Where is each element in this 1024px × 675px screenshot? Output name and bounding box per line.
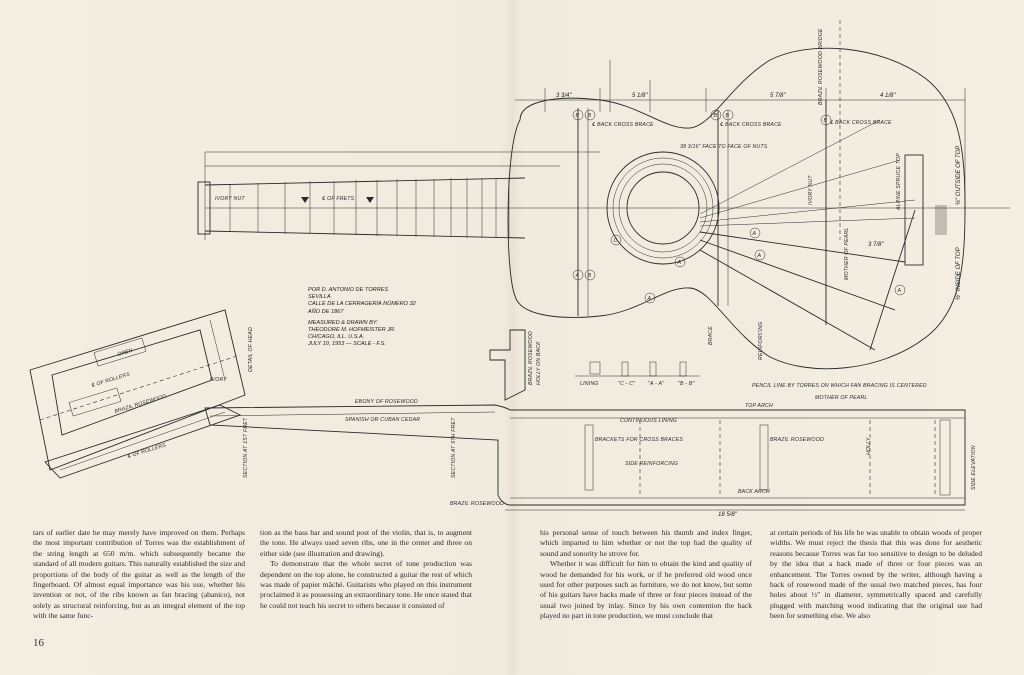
label-side-elevation: SIDE ELEVATION [971,445,977,490]
label-mother-of-pearl: MOTHER OF PEARL [844,228,850,280]
paragraph: his personal sense of touch between his … [540,528,752,558]
label-inside-of-top: ½" INSIDE OF TOP [955,247,962,300]
side-elevation [204,404,966,506]
svg-text:A: A [647,296,652,302]
maker-line: AÑO DE 1867 [308,308,344,315]
paragraph: To demonstrate that the whole secret of … [260,559,472,610]
svg-text:A: A [897,288,902,294]
label-holly: HOLLY [866,437,872,455]
label-sec-cc: "C - C" [618,381,636,387]
maker-line: THEODORE M. HOFMEISTER JR. [308,327,396,334]
svg-text:B: B [588,113,592,119]
label-sec-aa: "A - A" [648,381,665,387]
page-number: 16 [33,637,44,649]
label-spanish-cedar: SPANISH OR CUBAN CEDAR [345,417,420,423]
maker-title-block: POR D. ANTONIO DE TORRES SEVILLA CALLE D… [308,287,416,349]
label-dim-3-7-8: 3 7/8" [868,242,884,248]
svg-text:B: B [726,113,730,119]
label-rollers-1: ℄ OF ROLLERS [91,371,131,389]
label-brazil-rosewood-heel: BRAZIL ROSEWOOD [450,501,504,507]
label-first-dim: 18 5/8" [718,512,738,518]
label-back-cross-brace-3: ℄ BACK CROSS BRACE [830,120,892,126]
text-column-3: his personal sense of touch between his … [540,528,752,622]
label-open: OPEN [117,348,134,358]
svg-text:A: A [757,253,762,259]
maker-line: CHICAGO, ILL. U.S.A. [308,334,365,341]
svg-text:A: A [752,231,757,237]
label-reinforcing: REINFORCING [758,321,764,360]
label-detail-of-head: DETAIL OF HEAD [248,327,254,372]
label-face-of-nuts: 38 3/16" FACE TO FACE OF NUTS [680,144,768,150]
label-dim-4-1-8: 4 1/8" [880,93,896,99]
label-section-a: SECTION AT 1ST FRET [243,417,249,478]
label-brace: BRACE [708,326,714,345]
maker-line: MEASURED & DRAWN BY: [308,319,378,326]
label-sec-bb: "B - B" [678,381,696,387]
text-column-4: at certain periods of his life he was un… [770,528,982,622]
label-pencil-line: PENCIL LINE BY TORRES ON WHICH FAN BRACI… [752,383,927,389]
neck-top-view [197,151,600,240]
label-brazil-rosewood-head: BRAZIL ROSEWOOD [114,393,167,415]
maker-line: JULY 10, 1953 — SCALE - F.S. [308,341,386,348]
svg-text:A: A [677,260,682,266]
section-details [489,329,700,401]
label-continuous-lining: CONTINUOUS LINING [620,418,677,424]
label-back-cross-brace-2: ℄ BACK CROSS BRACE [720,122,782,128]
label-outside-of-top: ½" OUTSIDE OF TOP [955,146,962,205]
guitar-plan-drawing: B B B B B A B A A A A A C [29,20,1010,518]
label-back-cross-brace-1: ℄ BACK CROSS BRACE [592,122,654,128]
label-lining: LINING [580,381,599,387]
svg-text:C: C [614,238,618,244]
label-ebony: EBONY OF ROSEWOOD [355,399,418,405]
text-column-1: tars of earlier date he may merely have … [33,528,245,622]
maker-line: POR D. ANTONIO DE TORRES [308,287,389,293]
label-mother-of-pearl-2: MOTHER OF PEARL [815,395,867,401]
head-detail [29,309,246,479]
dimension-lines [505,20,966,511]
maker-line: SEVILLA [308,294,331,301]
paragraph: tars of earlier date he may merely have … [33,528,245,621]
label-kerfed-rosewood: BRAZIL ROSEWOOD [528,331,534,385]
label-ivory-nut-2: IVORY NUT [808,175,814,205]
label-ivory-nut: IVORY NUT [215,196,245,202]
body-outline [507,47,966,370]
bridge [904,154,924,266]
label-ivory: IVORY [210,377,227,383]
svg-text:B: B [714,113,718,119]
label-section-b: SECTION AT 9TH FRET [451,417,457,478]
sound-hole [606,151,720,265]
paragraph: tion as the bass bar and sound post of t… [260,528,472,558]
label-back-arch: BACK ARCH [738,489,770,495]
label-bridge-rosewood: BRAZIL ROSEWOOD BRIDGE [818,28,824,105]
section-markers: B B B B B A B A A A A A C [572,109,906,304]
label-holly-on-back: HOLLY ON BACK [536,341,542,385]
text-column-2: tion as the bass bar and sound post of t… [260,528,472,611]
label-brazil-rosewood-side: BRAZIL ROSEWOOD [770,437,824,443]
label-frets: ℄ OF FRETS [322,196,355,202]
svg-text:A: A [575,273,580,279]
svg-text:B: B [576,113,580,119]
fan-bracing [699,119,916,351]
paragraph: at certain periods of his life he was un… [770,528,982,621]
label-dim-5-1-8: 5 1/8" [632,93,648,99]
label-rollers-2: ℄ OF ROLLERS [127,442,167,460]
paragraph: Whether it was difficult for him to obta… [540,559,752,621]
maker-line: CALLE DE LA CERRAGERÍA NÚMERO 32 [308,301,416,308]
svg-text:B: B [824,118,828,124]
label-dim-5-7-8: 5 7/8" [770,93,786,99]
label-dim-3-3-4: 3 3/4" [556,93,572,99]
label-alpine-spruce: ALPINE SPRUCE TOP [896,153,902,211]
label-top-arch: TOP ARCH [745,403,773,409]
label-brackets-cross: BRACKETS FOR CROSS BRACES [595,437,683,443]
svg-text:B: B [588,273,592,279]
label-side-reinforcing: SIDE REINFORCING [625,461,678,467]
